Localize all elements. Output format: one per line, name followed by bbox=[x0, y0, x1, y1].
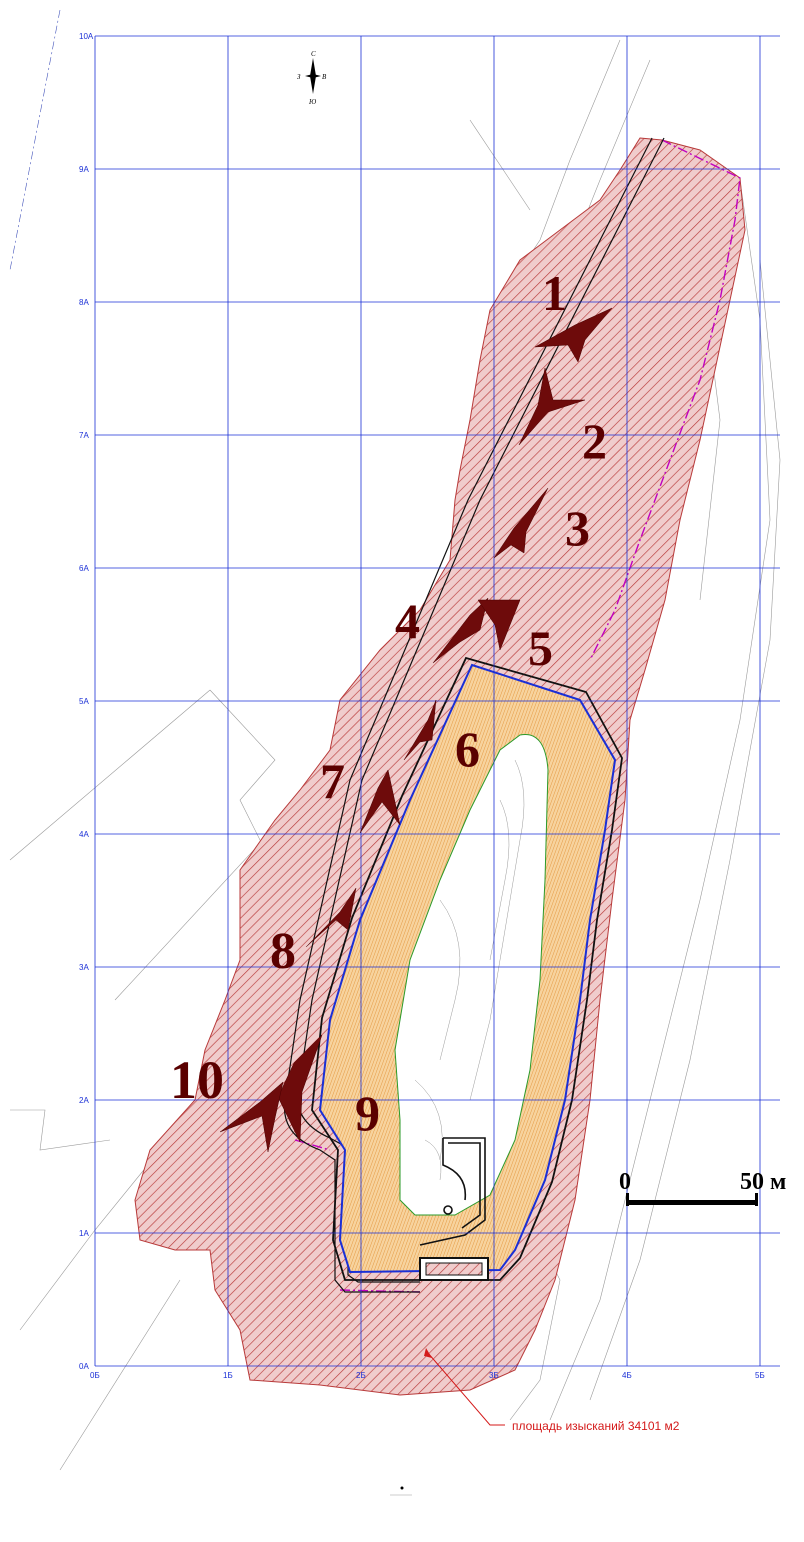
point-label-8: 8 bbox=[270, 923, 296, 980]
grid-row-label: 0A bbox=[79, 1362, 89, 1371]
grid-row-label: 5A bbox=[79, 697, 89, 706]
compass-rose: С Ю З В bbox=[297, 50, 327, 106]
photo-direction-arrows bbox=[219, 307, 613, 1153]
grid-col-label: 0Б bbox=[90, 1371, 100, 1380]
grid-col-label: 1Б bbox=[223, 1371, 233, 1380]
survey-area-annotation: площадь изысканий 34101 м2 bbox=[424, 1348, 680, 1433]
grid-row-label: 2A bbox=[79, 1096, 89, 1105]
grid-col-label: 2Б bbox=[356, 1371, 366, 1380]
arrow-2 bbox=[518, 367, 586, 446]
grid-row-label: 7A bbox=[79, 431, 89, 440]
compass-south: Ю bbox=[308, 98, 317, 106]
point-label-7: 7 bbox=[320, 753, 345, 809]
grid-row-label: 4A bbox=[79, 830, 89, 839]
inlet-structure bbox=[419, 1137, 486, 1246]
reservoir-outer-edge bbox=[311, 656, 623, 1281]
compass-north: С bbox=[311, 50, 316, 58]
scale-bar: 0 50 м bbox=[619, 1169, 786, 1206]
point-label-1: 1 bbox=[542, 265, 567, 321]
benchmark-symbol bbox=[390, 1486, 412, 1496]
grid-col-label: 4Б bbox=[622, 1371, 632, 1380]
arrow-8 bbox=[305, 887, 357, 948]
grid-row-label: 9A bbox=[79, 165, 89, 174]
grid-row-label: 8A bbox=[79, 298, 89, 307]
coordinate-grid bbox=[94, 35, 780, 1367]
grid-row-label: 3A bbox=[79, 963, 89, 972]
point-label-6: 6 bbox=[455, 721, 480, 777]
grid-col-label: 3Б bbox=[489, 1371, 499, 1380]
survey-area-label: площадь изысканий 34101 м2 bbox=[512, 1419, 680, 1433]
right-of-way-boundary bbox=[589, 139, 741, 661]
pump-station bbox=[419, 1257, 489, 1281]
arrow-3 bbox=[493, 487, 549, 559]
grid-row-label: 6A bbox=[79, 564, 89, 573]
point-label-9: 9 bbox=[355, 1085, 380, 1141]
scale-start-label: 0 bbox=[619, 1169, 631, 1195]
point-label-5: 5 bbox=[528, 620, 553, 676]
point-label-2: 2 bbox=[582, 413, 607, 469]
grid-col-label: 5Б bbox=[755, 1371, 765, 1380]
south-boundary bbox=[294, 1139, 421, 1293]
arrow-10 bbox=[219, 1081, 284, 1153]
point-numbers: 1 2 3 4 5 6 7 8 9 10 bbox=[170, 265, 607, 1141]
arrow-6 bbox=[403, 699, 437, 761]
arrow-4 bbox=[432, 597, 489, 664]
arrow-1 bbox=[534, 307, 613, 363]
compass-east: В bbox=[322, 73, 327, 81]
point-label-10: 10 bbox=[170, 1050, 224, 1110]
point-label-3: 3 bbox=[565, 500, 590, 556]
grid-row-label: 10A bbox=[79, 32, 94, 41]
point-label-4: 4 bbox=[395, 593, 420, 649]
scale-end-label: 50 м bbox=[740, 1169, 786, 1195]
basin-contours bbox=[414, 759, 525, 1181]
grid-row-label: 1A bbox=[79, 1229, 89, 1238]
reservoir-basin-floor bbox=[394, 733, 549, 1216]
arrow-5 bbox=[477, 599, 521, 651]
arrow-9 bbox=[277, 1034, 323, 1143]
compass-west: З bbox=[297, 73, 301, 81]
arrow-7 bbox=[359, 769, 401, 834]
